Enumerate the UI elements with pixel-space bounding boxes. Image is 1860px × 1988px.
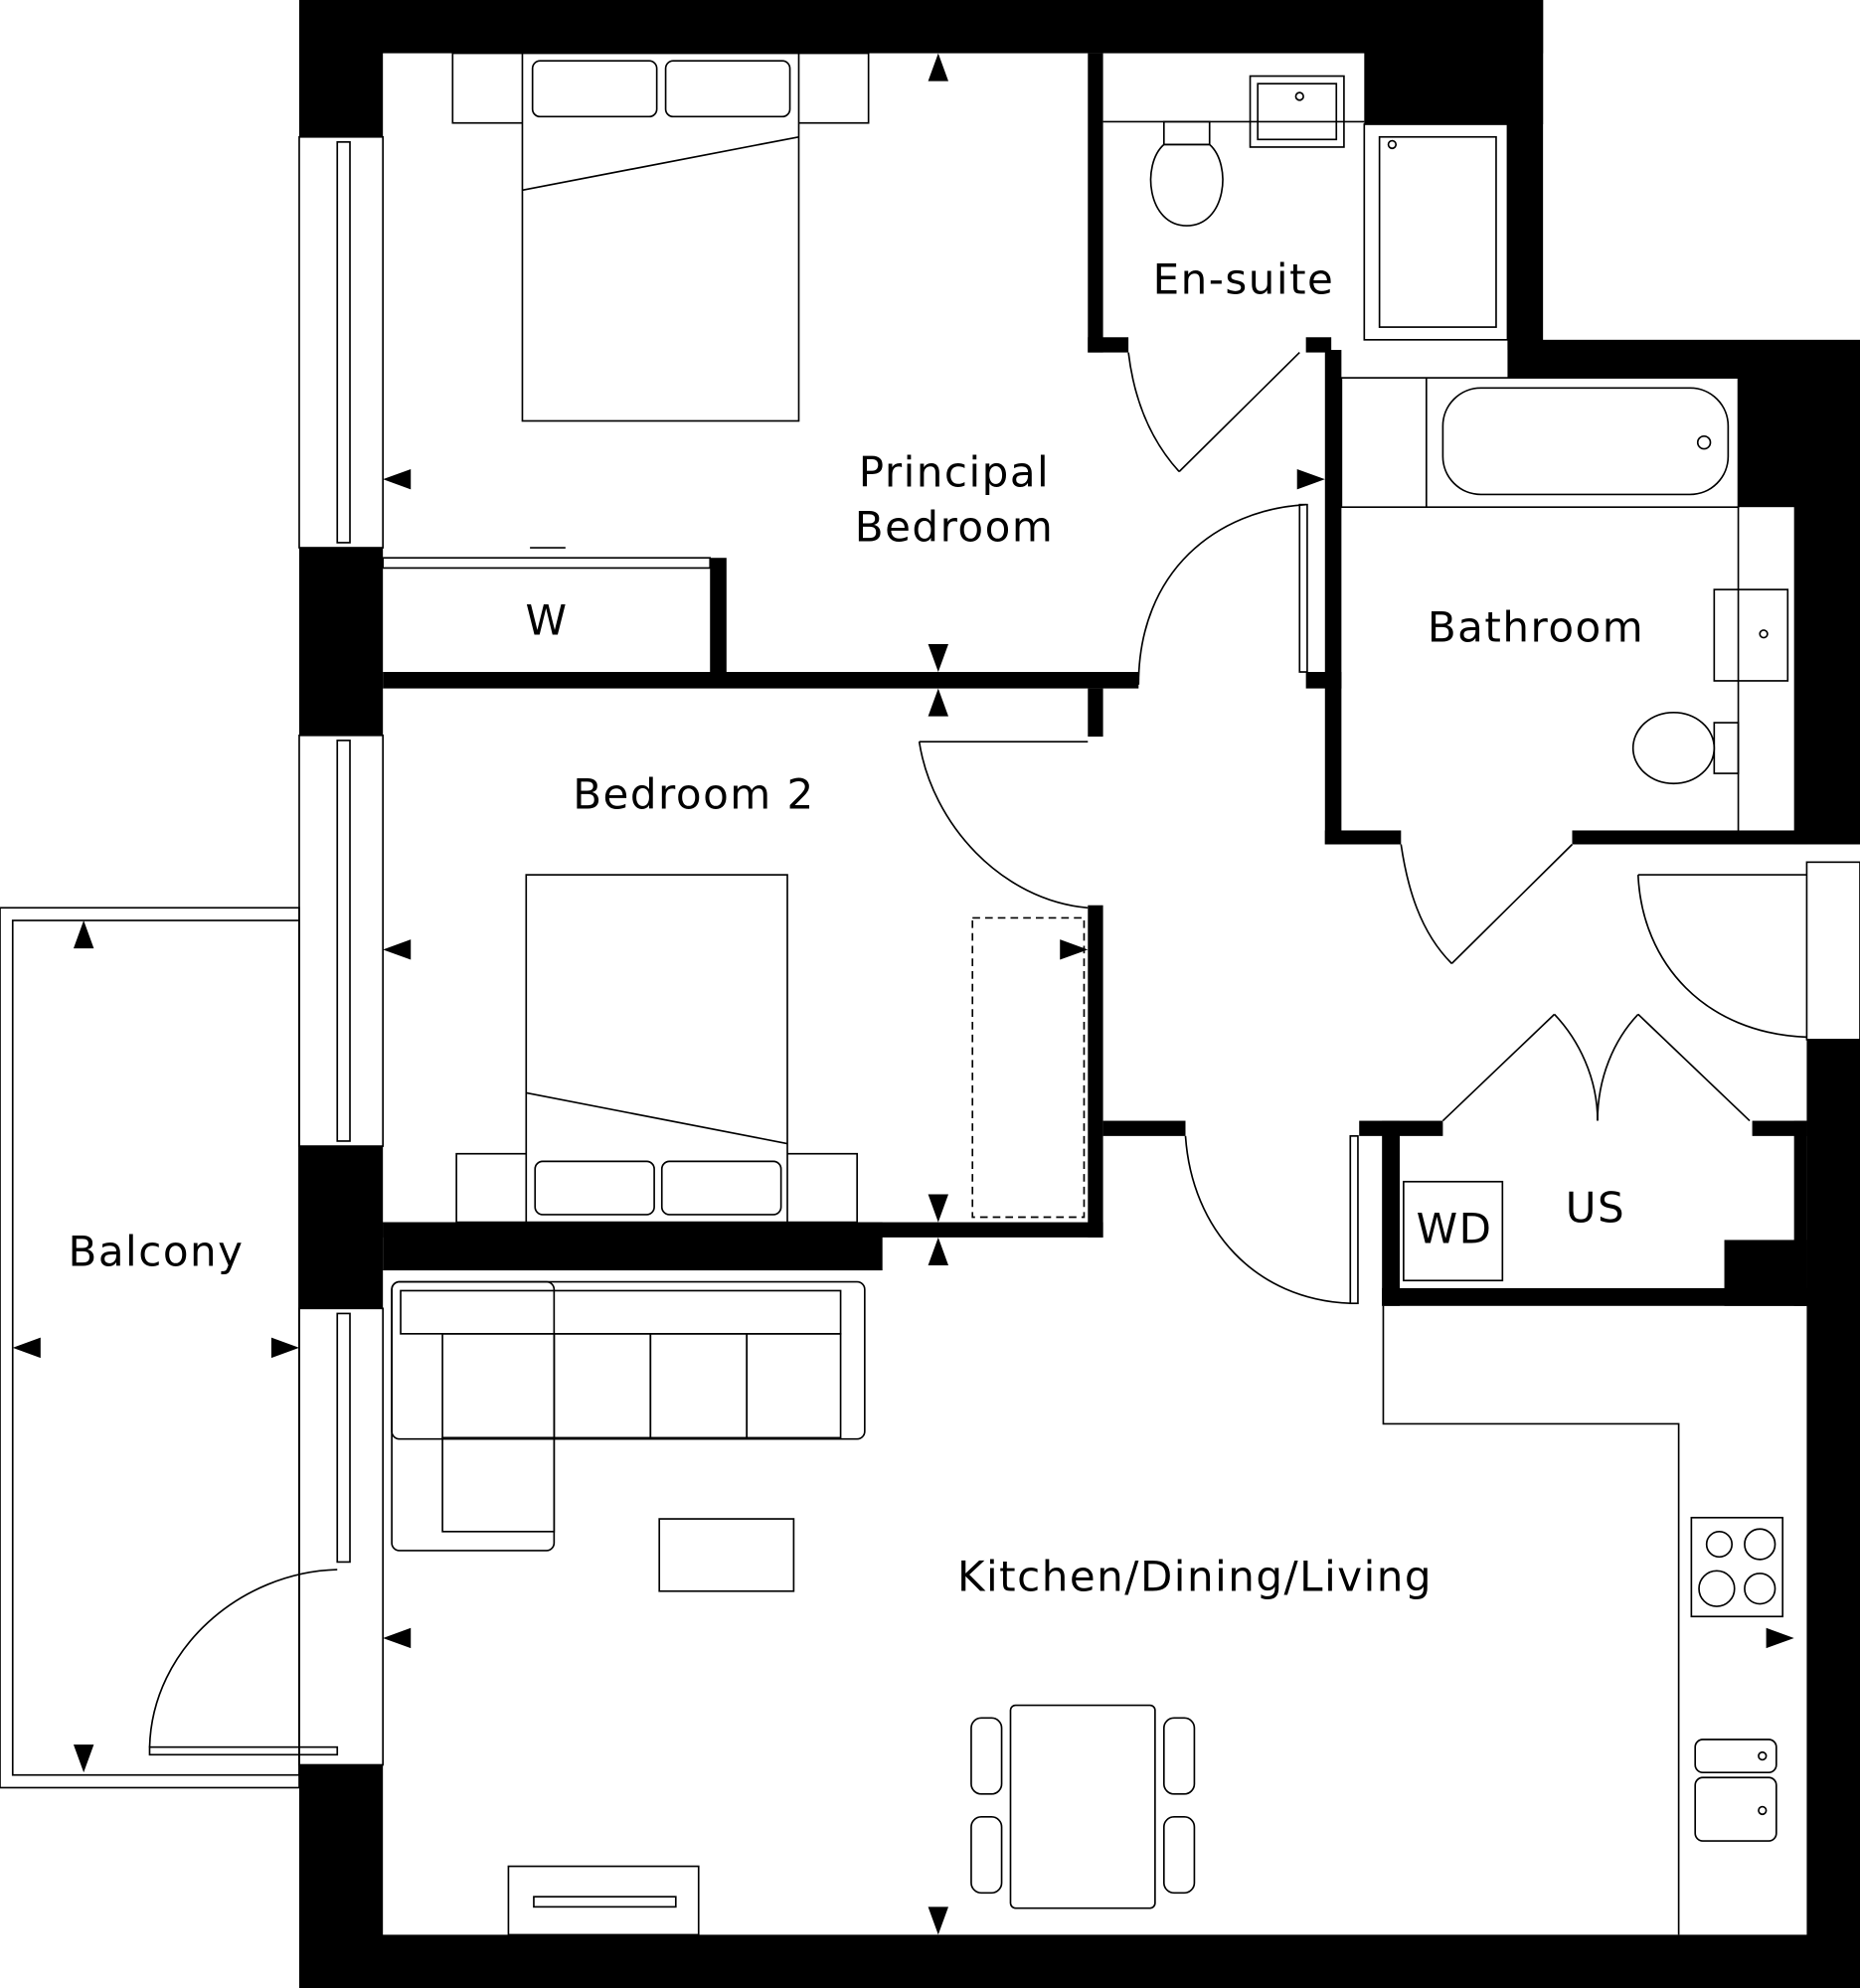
label-principal-line2: Bedroom — [854, 502, 1055, 551]
label-principal-bedroom: Principal Bedroom — [855, 445, 1054, 554]
label-principal-line1: Principal — [858, 447, 1051, 497]
kitchen-counter — [1382, 1305, 1784, 1935]
balcony — [0, 907, 300, 1789]
sofa — [391, 1280, 866, 1552]
windows — [298, 135, 1860, 1766]
washer-dryer-box — [1403, 1180, 1504, 1282]
bathroom-fixtures — [1340, 377, 1789, 831]
double-bed-principal — [451, 52, 870, 422]
label-balcony: Balcony — [68, 1227, 245, 1276]
label-kitchen-dining-living: Kitchen/Dining/Living — [956, 1552, 1434, 1601]
en-suite-fixtures — [1102, 75, 1509, 341]
label-utility-store: US — [1565, 1183, 1626, 1233]
dimension-markers — [12, 53, 1794, 1935]
label-en-suite: En-suite — [1152, 254, 1335, 304]
wardrobe — [382, 547, 712, 570]
tv-unit — [507, 1865, 700, 1936]
double-bed-bedroom2 — [455, 874, 858, 1224]
wardrobe-dashed — [971, 916, 1086, 1219]
dining-table — [970, 1704, 1196, 1909]
label-bedroom-2: Bedroom 2 — [573, 769, 815, 819]
label-wardrobe: W — [525, 595, 569, 645]
label-washer-dryer: WD — [1416, 1204, 1493, 1253]
coffee-table — [658, 1518, 795, 1592]
label-bathroom: Bathroom — [1427, 602, 1645, 652]
walls — [298, 0, 1860, 1988]
